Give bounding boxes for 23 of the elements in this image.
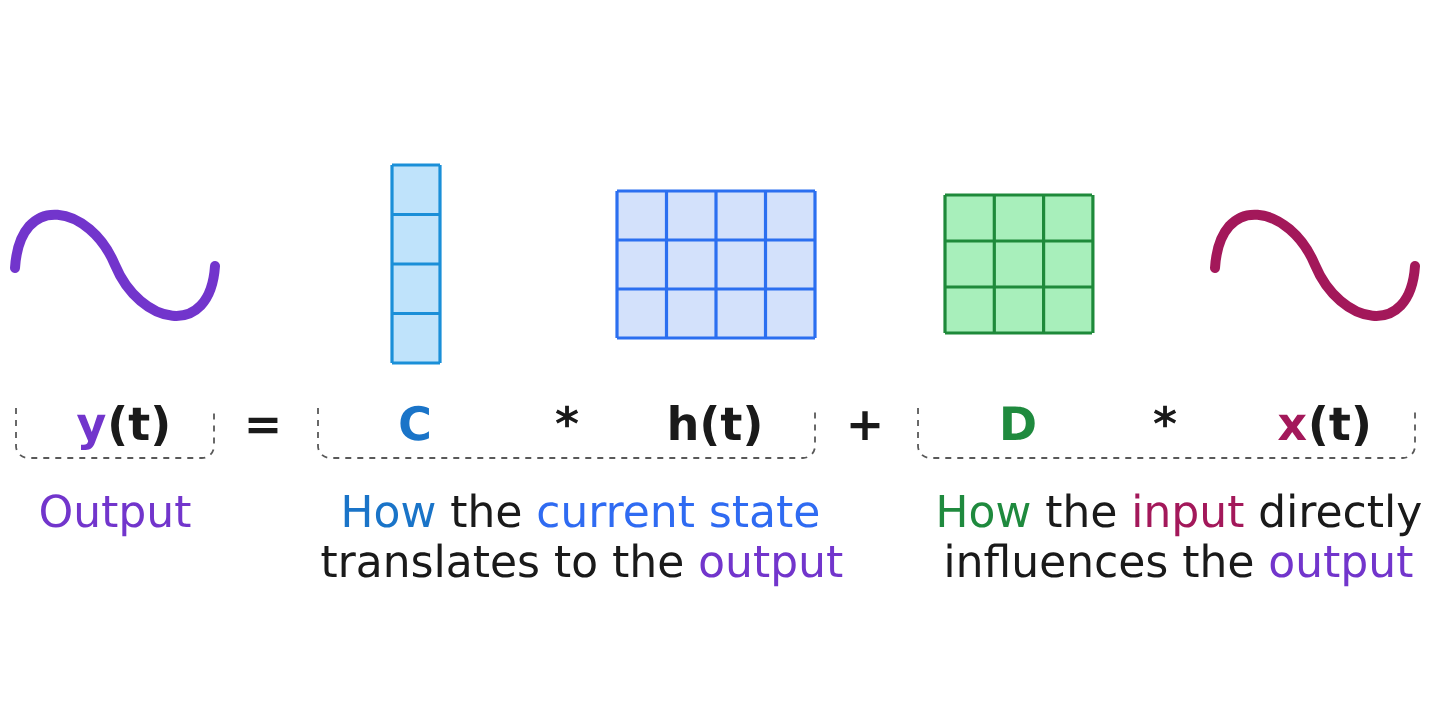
equation-term: x <box>1278 414 1307 440</box>
caption-text: directly <box>1260 493 1421 537</box>
operator-symbol: * <box>555 405 579 428</box>
caption-text: Output <box>41 494 191 537</box>
caption-text: translates to the <box>321 543 682 578</box>
equation-term: (t) <box>1311 405 1368 447</box>
caption-text: How <box>344 494 435 528</box>
equation-term: (t) <box>111 405 168 447</box>
caption-text: the <box>1046 493 1116 528</box>
equation-term: y <box>76 414 106 450</box>
caption-text: current state <box>538 496 819 528</box>
caption-text: input <box>1135 493 1244 537</box>
equation-term: D <box>1003 406 1035 440</box>
caption-text: How <box>939 494 1030 528</box>
equation-term: h(t) <box>670 405 760 447</box>
equation-term: C <box>400 405 429 441</box>
caption-text: influences the <box>947 543 1253 578</box>
caption-text: the <box>451 493 521 528</box>
caption-text: output <box>1270 546 1413 587</box>
operator-symbol: + <box>850 411 880 440</box>
operator-symbol: * <box>1153 405 1177 428</box>
operator-symbol: = <box>248 417 278 434</box>
caption-text: output <box>700 546 843 587</box>
